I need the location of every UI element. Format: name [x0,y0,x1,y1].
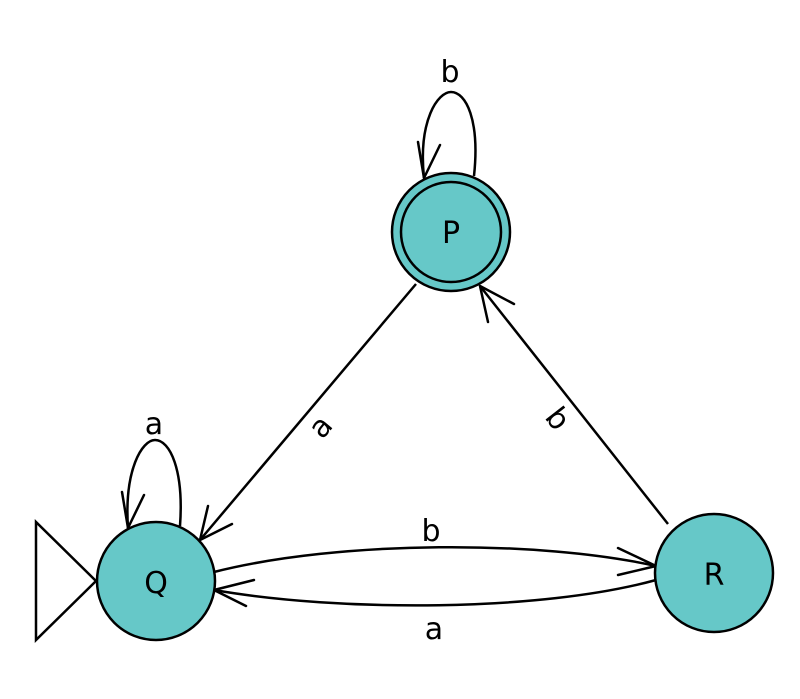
state-p-inner-circle [399,180,503,284]
edge-p-to-q: a [198,283,417,542]
edge-p-to-p: b [416,55,477,180]
initial-state-marker [34,519,98,643]
state-label-p: P [442,216,460,251]
edge-label-p-loop: b [440,55,459,90]
arrowhead-p-loop [416,140,442,180]
arrowhead-q-loop [120,490,146,530]
edge-r-to-p: b [478,284,669,525]
arrowhead-r-to-p [478,284,516,324]
edge-r-to-q: a [212,578,657,647]
edge-label-q-loop: a [145,407,163,442]
edge-label-q-to-r: b [421,514,440,549]
state-label-r: R [704,558,725,593]
edge-q-to-q: a [120,407,182,530]
state-q-circle [95,520,217,642]
state-p: P [390,171,512,293]
state-q: Q [95,520,217,642]
edge-label-r-to-q: a [425,612,443,647]
state-label-q: Q [144,566,168,601]
state-r: R [653,512,775,634]
edge-q-to-r: b [213,514,658,577]
edge-label-r-to-p: b [538,401,577,438]
state-r-circle [653,512,775,634]
